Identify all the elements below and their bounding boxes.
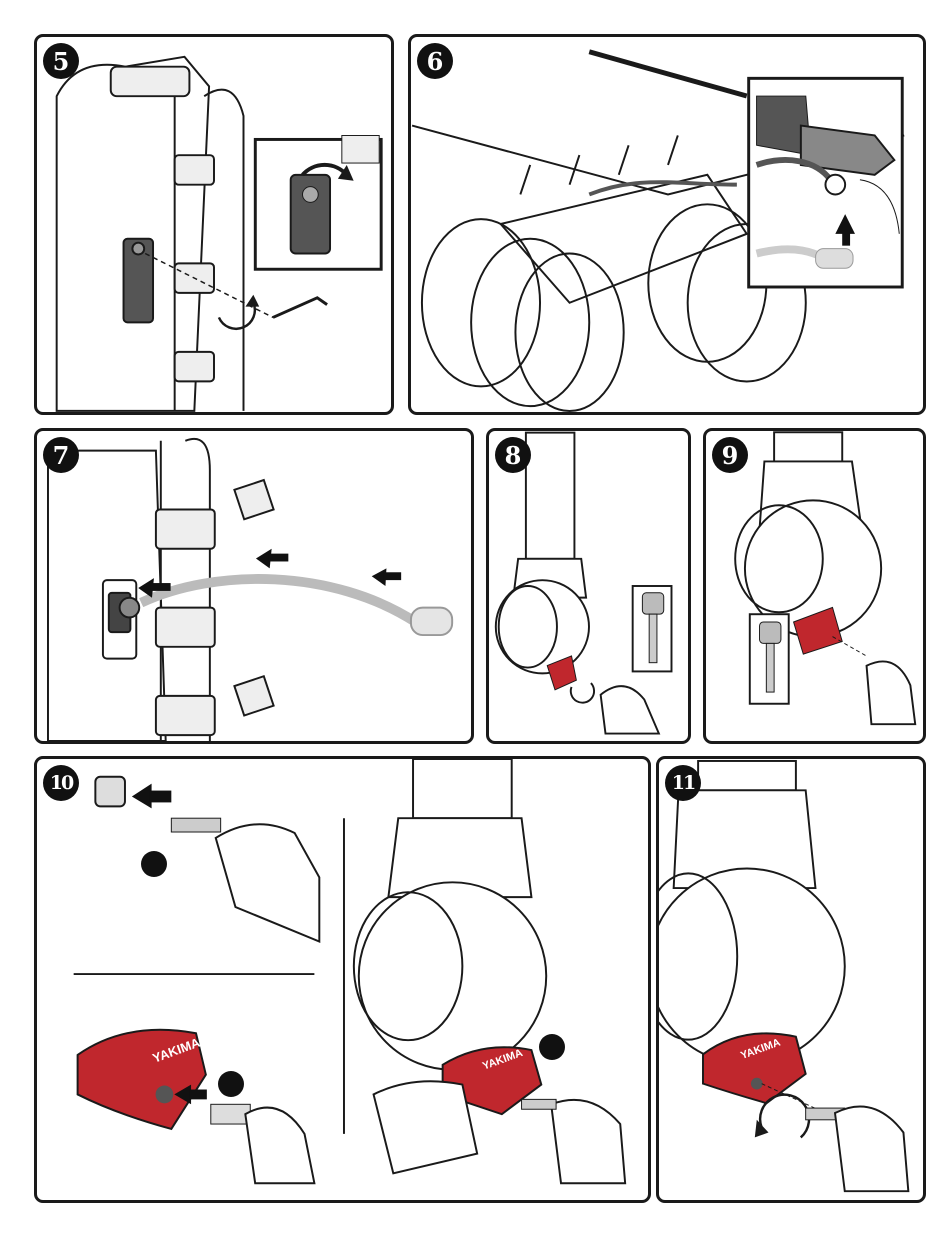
hand-icon — [867, 661, 916, 724]
lock-core-removal-illustration — [706, 431, 923, 741]
key-icon — [633, 586, 672, 671]
hand-icon — [245, 1108, 314, 1184]
lock-core-replace-illustration: YAKIMA YAKIMA — [37, 759, 648, 1200]
step-number-badge: 7 — [43, 437, 79, 473]
cable-insert-illustration — [37, 431, 471, 741]
step-number-badge: 8 — [495, 437, 531, 473]
step-10-panel: 10 YAKIMA — [34, 756, 651, 1203]
key-removal-illustration — [489, 431, 688, 741]
hand-icon — [601, 686, 659, 733]
key-icon — [171, 818, 220, 832]
step-9-panel: 9 — [703, 428, 926, 744]
cable-lock-icon — [749, 78, 903, 287]
hand-icon — [551, 1100, 625, 1183]
step-number-badge: 5 — [43, 43, 79, 79]
bikes-on-rack-illustration — [411, 37, 923, 412]
rotate-arrow-icon — [571, 683, 594, 703]
lock-core-red: YAKIMA — [78, 1030, 206, 1129]
lock-core-red: YAKIMA — [703, 1033, 806, 1103]
rotate-arrow-icon — [219, 295, 259, 329]
step-6-panel: 6 — [408, 34, 926, 415]
step-8-panel: 8 — [486, 428, 691, 744]
sub-step-a-dot — [141, 851, 167, 877]
hand-icon — [216, 824, 320, 941]
step-number-badge: 10 — [43, 765, 79, 801]
step-11-panel: 11 YAKIMA — [656, 756, 926, 1203]
step-number-badge: 9 — [712, 437, 748, 473]
sub-step-c-dot — [539, 1034, 565, 1060]
lock-cylinder-icon — [95, 777, 125, 807]
key-icon — [750, 614, 789, 704]
hand-icon — [835, 1106, 908, 1191]
zoom-inset — [255, 136, 381, 270]
step-number-badge: 11 — [665, 765, 701, 801]
step-5-panel: 5 — [34, 34, 394, 415]
sub-step-b-dot — [218, 1071, 244, 1097]
step-7-panel: 7 — [34, 428, 474, 744]
step-number-badge: 6 — [417, 43, 453, 79]
key-icon — [522, 1099, 557, 1109]
push-arrow-icon — [132, 784, 171, 809]
rack-mast-illustration — [37, 37, 391, 412]
hand-icon — [374, 1081, 478, 1173]
key-turn-illustration: YAKIMA — [659, 759, 923, 1200]
